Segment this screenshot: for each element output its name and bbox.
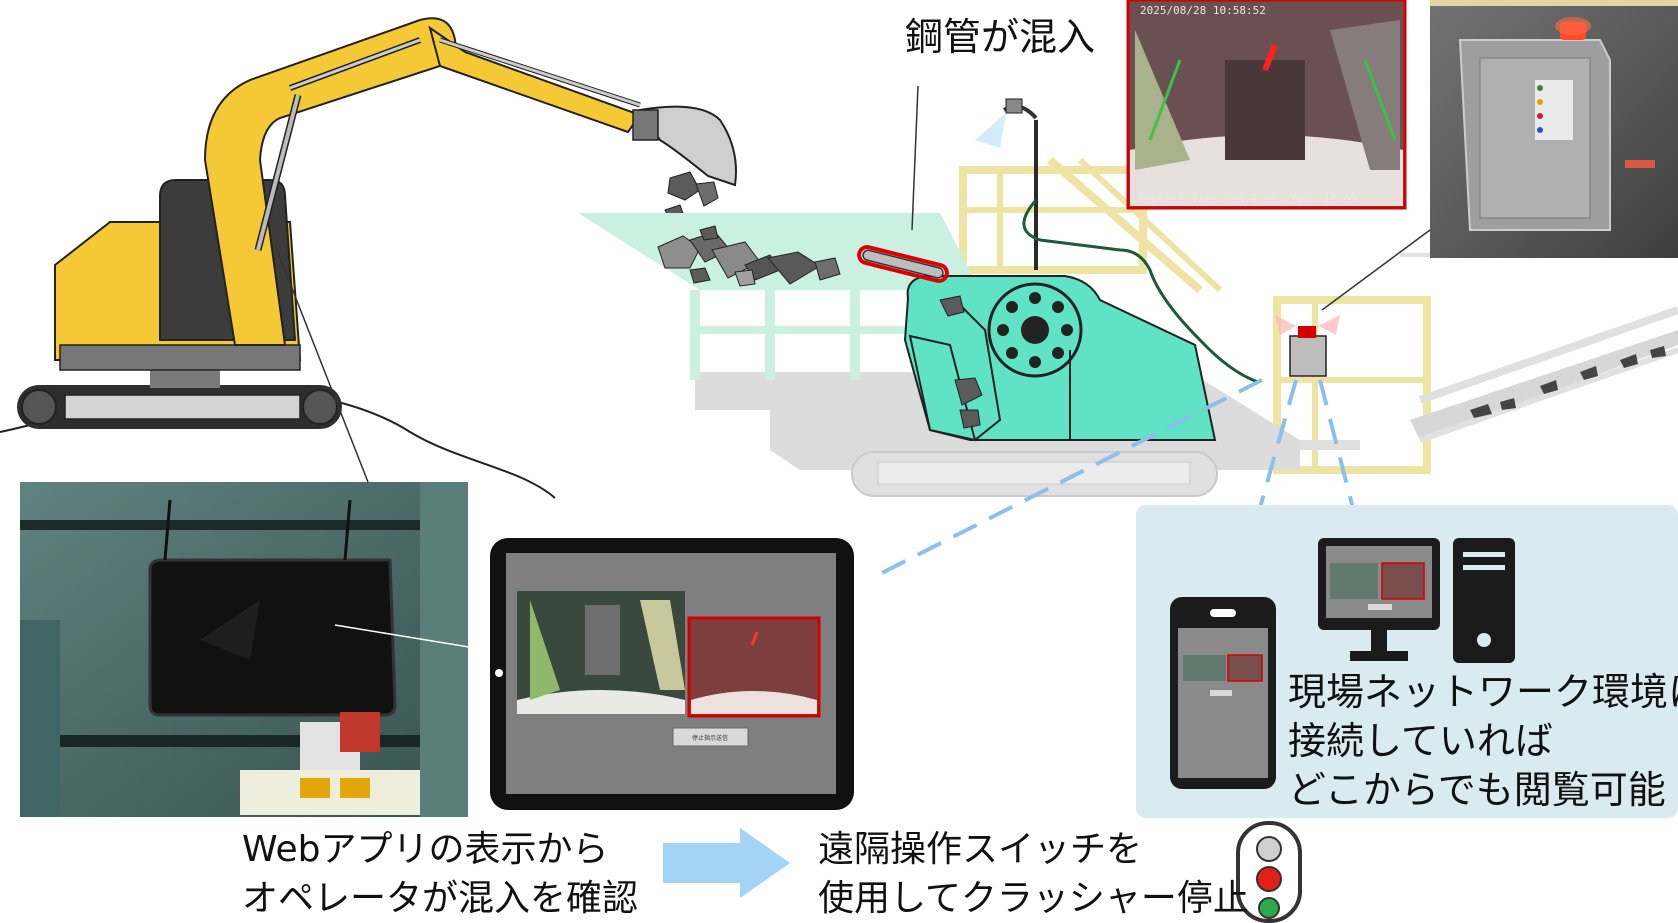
network-caption-line2: 接続していれば (1288, 719, 1553, 763)
traffic-light-icon (1236, 821, 1302, 923)
remote-stop-caption-line2: 使用してクラッシャー停止 (818, 878, 1249, 919)
network-caption-line1: 現場ネットワーク環境に (1288, 670, 1678, 714)
steel-pipe-callout-line (911, 85, 919, 231)
lamp-photo (1430, 0, 1678, 258)
network-caption: 現場ネットワーク環境に 接続していれば どこからでも閲覧可能 (1288, 668, 1678, 815)
steel-pipe-label: 鋼管が混入 (905, 15, 1096, 59)
web-app-caption-line2: オペレータが混入を確認 (242, 878, 639, 919)
camera-snapshot: 2025/08/28 10:58:52 Process Time: 98.4 m… (1126, 0, 1407, 210)
camera-icon (975, 98, 1023, 148)
excavator-icon (17, 17, 737, 483)
crusher-icon (578, 85, 1678, 497)
web-app-caption: Webアプリの表示から オペレータが混入を確認 (242, 825, 638, 923)
network-caption-line3: どこからでも閲覧可能 (1288, 768, 1666, 812)
web-app-caption-line1: Webアプリの表示から (242, 829, 609, 870)
camera-status-text: Process Time: 98.4 ms, fps: 10.69 (1138, 192, 1357, 205)
tablet-icon: 停止指示送信 (490, 538, 854, 810)
camera-timestamp: 2025/08/28 10:58:52 (1140, 4, 1266, 17)
arrow-right-icon (663, 828, 790, 898)
remote-stop-caption-line1: 遠隔操作スイッチを (818, 829, 1143, 870)
smartphone-icon (1170, 597, 1276, 789)
warning-lamp-icon (1275, 229, 1431, 377)
desktop-pc-icon (1318, 538, 1515, 663)
stop-button-label: 停止指示送信 (692, 734, 728, 742)
remote-stop-caption: 遠隔操作スイッチを 使用してクラッシャー停止 (818, 825, 1249, 923)
cab-photo (20, 482, 476, 817)
